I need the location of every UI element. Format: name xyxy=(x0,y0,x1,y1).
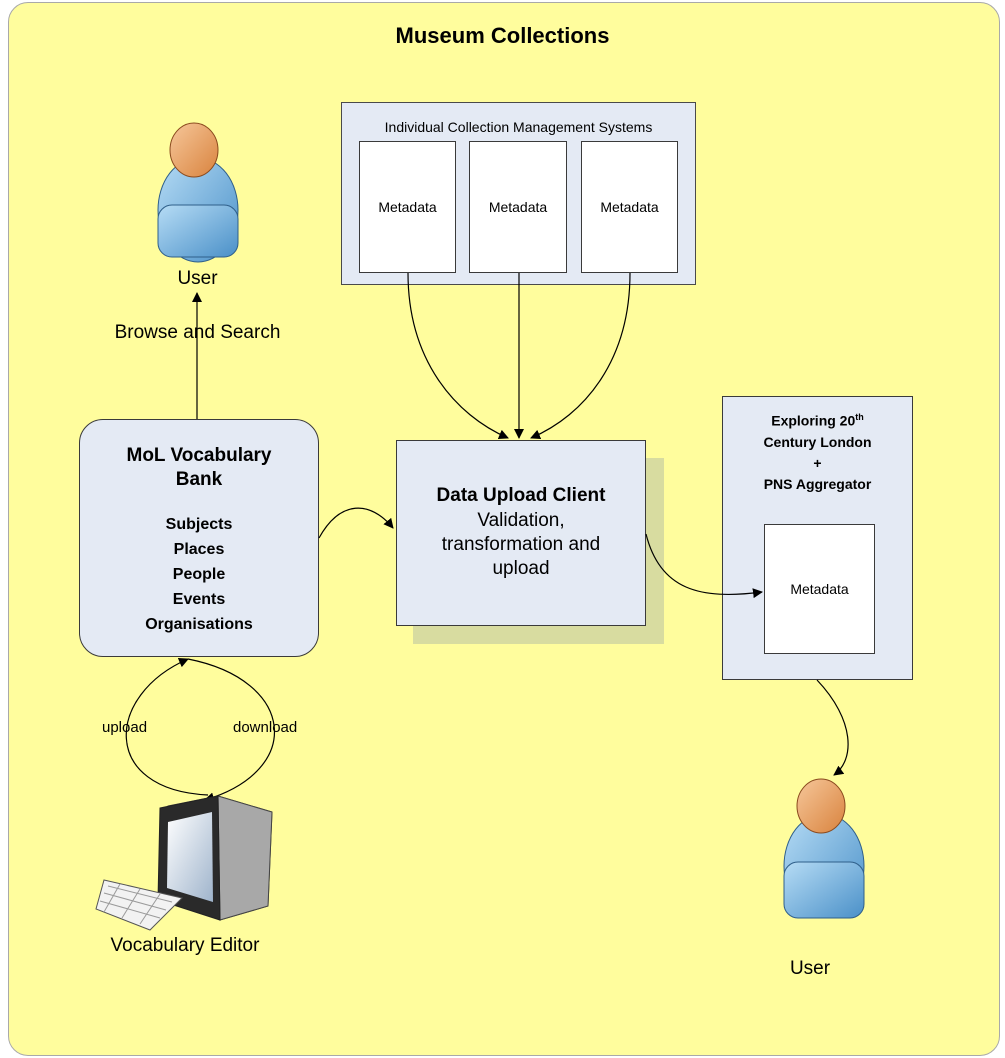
exploring-title-line3: PNS Aggregator xyxy=(763,475,872,492)
right-user-label: User xyxy=(789,958,831,979)
computer-icon xyxy=(95,795,273,931)
cms-to-upload-connector-right xyxy=(530,272,631,440)
metadata-card-2: Metadata xyxy=(469,141,567,273)
metadata-card-1: Metadata xyxy=(359,141,456,273)
vocab-item-organisations: Organisations xyxy=(145,616,253,633)
vocab-item-events: Events xyxy=(172,591,226,608)
vocabulary-bank-list: Subjects Places People Events Organisati… xyxy=(80,512,318,637)
upload-loop-connector xyxy=(125,658,209,796)
vocab-to-upload-connector xyxy=(318,507,394,539)
cms-title: Individual Collection Management Systems xyxy=(384,119,653,135)
right-user-icon xyxy=(783,778,865,919)
left-user-label: User xyxy=(177,268,218,289)
upload-client-title: Data Upload Client xyxy=(436,485,606,506)
vocabulary-bank-title: MoL Vocabulary Bank xyxy=(126,445,272,490)
upload-to-exploring-connector xyxy=(645,533,763,599)
exploring-title-line2: Century London xyxy=(763,433,872,450)
vocab-item-people: People xyxy=(172,566,226,583)
left-user-icon xyxy=(157,122,239,263)
download-edge-label: download xyxy=(233,719,298,736)
exploring-title-line1: Exploring 20 xyxy=(771,412,856,429)
diagram-title: Museum Collections xyxy=(395,23,610,48)
vocabulary-bank-box: MoL Vocabulary Bank Subjects Places Peop… xyxy=(79,419,319,657)
upload-client-subtitle: Validation, transformation and upload xyxy=(441,510,601,579)
metadata-card-3: Metadata xyxy=(581,141,678,273)
exploring-metadata-card: Metadata xyxy=(764,524,875,654)
vocab-item-subjects: Subjects xyxy=(165,516,233,533)
data-upload-client-box: Data Upload Client Validation, transform… xyxy=(396,440,646,626)
exploring-title-sup: th xyxy=(855,412,864,422)
upload-edge-label: upload xyxy=(102,719,148,736)
vocabulary-editor-label: Vocabulary Editor xyxy=(110,935,260,956)
vocab-item-places: Places xyxy=(173,541,225,558)
exploring-london-title: Exploring 20th Century London + PNS Aggr… xyxy=(723,407,912,495)
exploring-to-user-connector xyxy=(816,679,849,776)
download-loop-connector xyxy=(187,658,275,803)
cms-to-upload-connector-left xyxy=(407,272,509,439)
exploring-title-plus: + xyxy=(813,454,822,471)
